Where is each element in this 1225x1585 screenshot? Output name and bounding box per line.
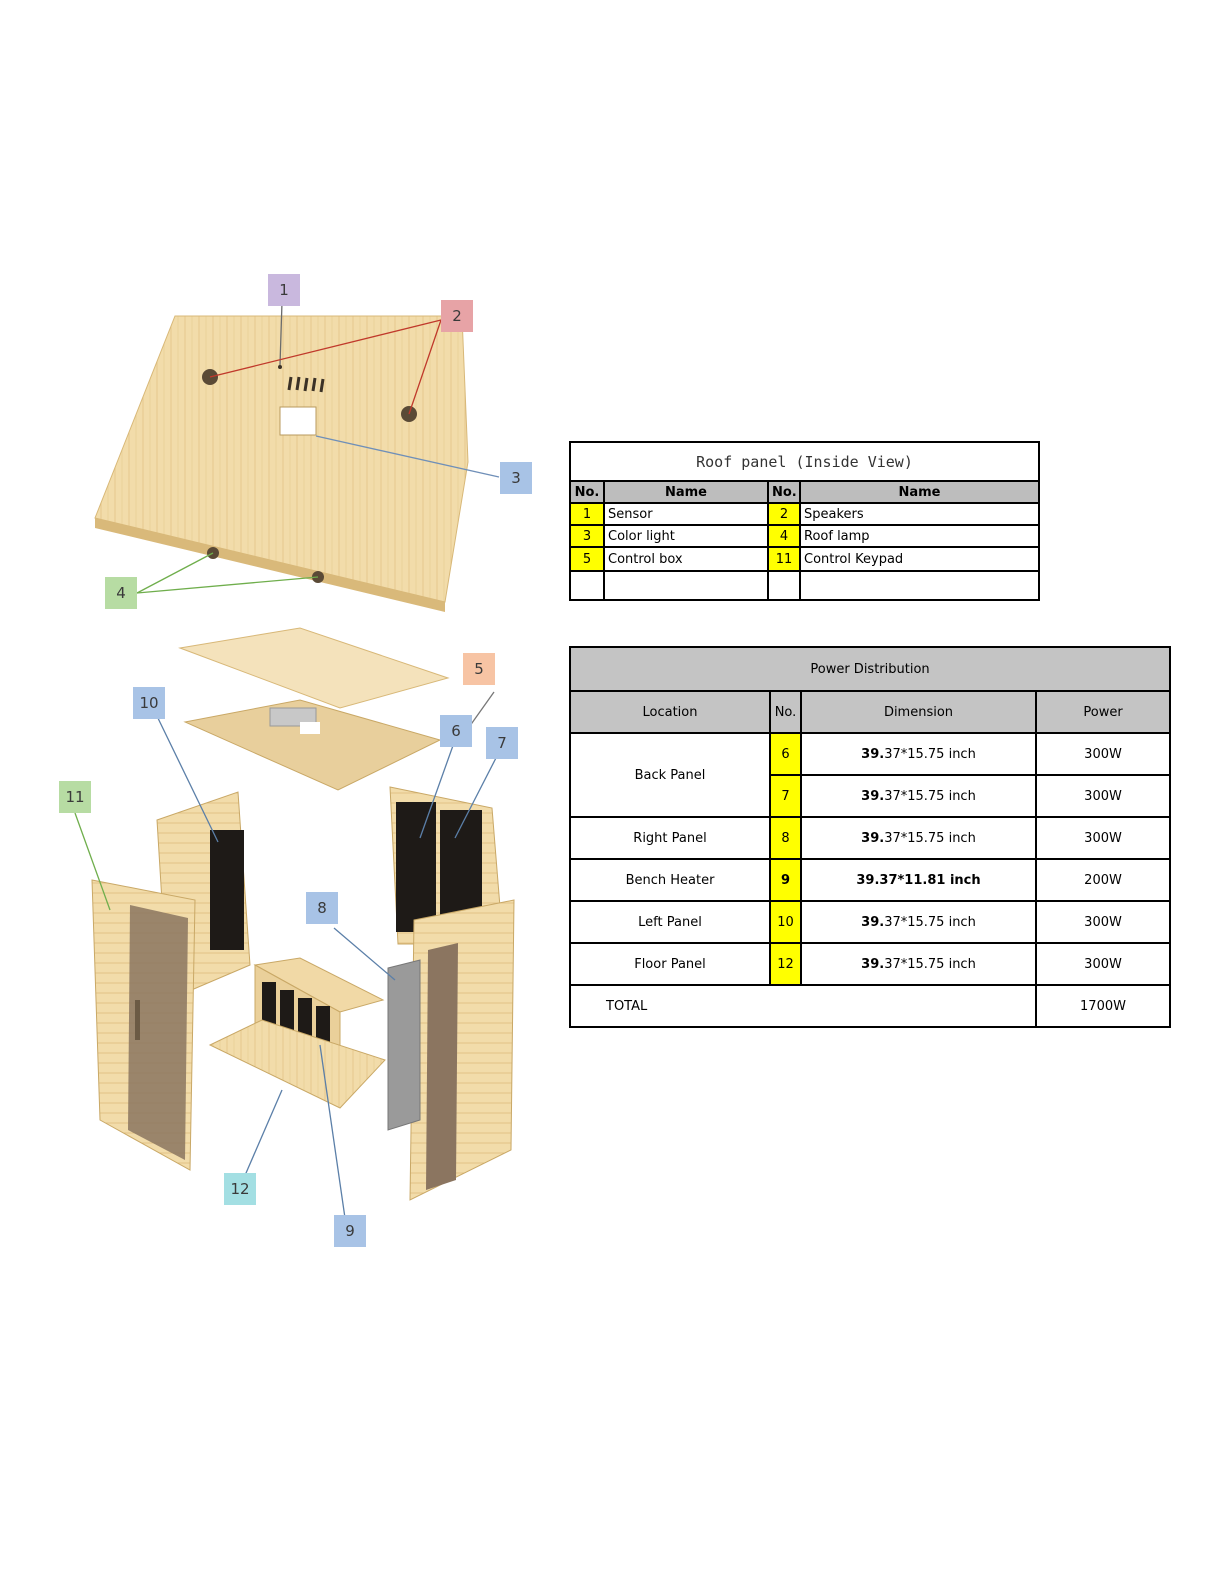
power-cell: 300W	[1034, 816, 1172, 860]
table-row: Bench Heater 9 39.37*11.81 inch 200W	[569, 858, 1172, 902]
dimension-cell: 39.37*11.81 inch	[800, 858, 1037, 902]
roof-header-no-1: No.	[569, 480, 605, 504]
part-name: Sensor	[603, 502, 769, 526]
roof-header-name-1: Name	[603, 480, 769, 504]
location-cell: Floor Panel	[569, 942, 771, 986]
table-row: 7 39.37*15.75 inch 300W	[570, 774, 1172, 818]
power-header-power: Power	[1034, 690, 1172, 734]
part-number: 11	[767, 546, 801, 572]
callout-3: 3	[500, 462, 532, 494]
power-cell: 200W	[1034, 858, 1172, 902]
heater-number: 7	[769, 774, 802, 818]
location-cell: Left Panel	[569, 900, 771, 944]
part-name: Color light	[603, 524, 769, 548]
table-row: 1 Sensor 2 Speakers	[569, 502, 1040, 526]
callout-6: 6	[440, 715, 472, 747]
total-power: 1700W	[1034, 984, 1172, 1028]
part-number: 4	[767, 524, 801, 548]
vent-slots	[287, 376, 325, 393]
callout-1: 1	[268, 274, 300, 306]
location-cell: Back Panel	[569, 732, 771, 818]
sensor-dot	[278, 365, 282, 369]
part-name: Control box	[603, 546, 769, 572]
location-cell: Bench Heater	[569, 858, 771, 902]
part-number: 1	[569, 502, 605, 526]
heater-number: 6	[769, 732, 802, 776]
part-number: 3	[569, 524, 605, 548]
roof-header-name-2: Name	[799, 480, 1040, 504]
heater-number: 10	[769, 900, 802, 944]
left-panel-heaters	[210, 830, 244, 950]
table-row: Right Panel 8 39.37*15.75 inch 300W	[569, 816, 1172, 860]
location-cell: Right Panel	[569, 816, 771, 860]
callout-12: 12	[224, 1173, 256, 1205]
dimension-cell: 39.37*15.75 inch	[800, 732, 1037, 776]
power-table-title: Power Distribution	[568, 646, 1172, 692]
heater-number: 9	[769, 858, 802, 902]
power-cell: 300W	[1034, 900, 1172, 944]
roof-panel-table: Roof panel (Inside View) No. Name No. Na…	[569, 441, 1040, 601]
part-name: Control Keypad	[799, 546, 1040, 572]
power-cell: 300W	[1034, 942, 1172, 986]
table-row-empty	[569, 570, 1040, 601]
table-row: Floor Panel 12 39.37*15.75 inch 300W	[569, 942, 1172, 986]
callout-11: 11	[59, 781, 91, 813]
table-row: 3 Color light 4 Roof lamp	[569, 524, 1040, 548]
heater-number: 8	[769, 816, 802, 860]
total-row: TOTAL 1700W	[569, 984, 1172, 1028]
callout-4: 4	[105, 577, 137, 609]
roof-table-title: Roof panel (Inside View)	[569, 441, 1040, 482]
roof-header-no-2: No.	[767, 480, 801, 504]
heater-number: 12	[769, 942, 802, 986]
power-header-no: No.	[769, 690, 802, 734]
callout-9: 9	[334, 1215, 366, 1247]
callout-10: 10	[133, 687, 165, 719]
total-label: TOTAL	[569, 984, 1037, 1028]
table-row: Left Panel 10 39.37*15.75 inch 300W	[569, 900, 1172, 944]
power-distribution-table: Power Distribution Location No. Dimensio…	[568, 646, 1172, 1028]
dimension-cell: 39.37*15.75 inch	[800, 816, 1037, 860]
cabin-exploded-illustration	[91, 627, 515, 1201]
callout-8: 8	[306, 892, 338, 924]
part-number: 2	[767, 502, 801, 526]
callout-7: 7	[486, 727, 518, 759]
part-name: Speakers	[799, 502, 1040, 526]
table-row: Back Panel 6 39.37*15.75 inch 300W	[569, 732, 1172, 818]
callout-5: 5	[463, 653, 495, 685]
part-number: 5	[569, 546, 605, 572]
table-row: 5 Control box 11 Control Keypad	[569, 546, 1040, 572]
power-header-dimension: Dimension	[800, 690, 1037, 734]
power-cell: 300W	[1034, 774, 1172, 818]
power-header-location: Location	[569, 690, 771, 734]
part-name: Roof lamp	[799, 524, 1040, 548]
control-box-opening	[279, 406, 317, 436]
power-cell: 300W	[1034, 732, 1172, 776]
dimension-cell: 39.37*15.75 inch	[800, 900, 1037, 944]
callout-2: 2	[441, 300, 473, 332]
dimension-cell: 39.37*15.75 inch	[800, 774, 1037, 818]
roof-panel-illustration	[94, 315, 469, 612]
leader-lines	[74, 301, 500, 1219]
dimension-cell: 39.37*15.75 inch	[800, 942, 1037, 986]
